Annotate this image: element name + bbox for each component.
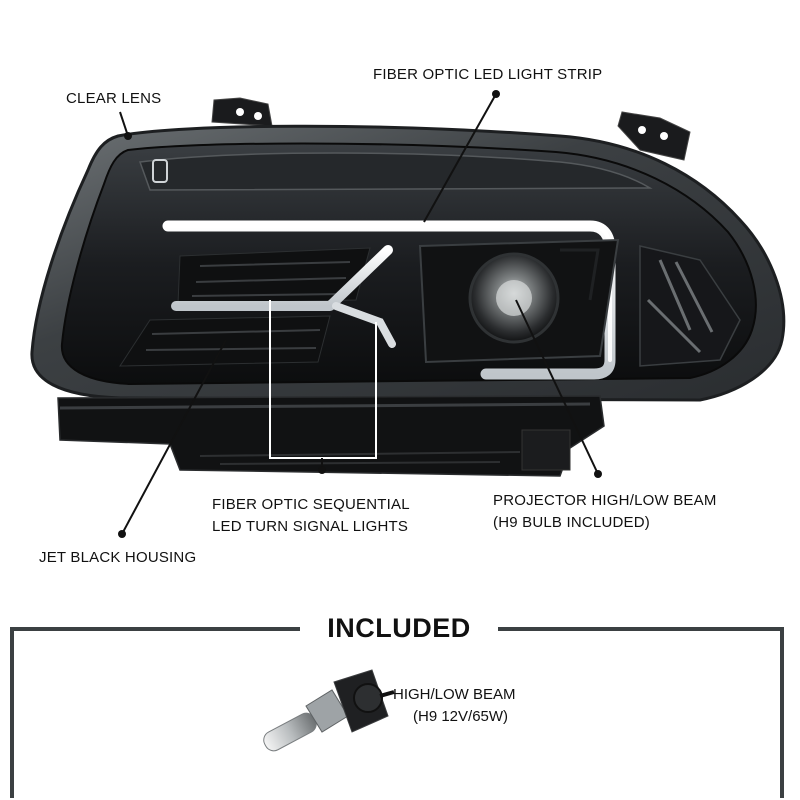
included-bulb-description: HIGH/LOW BEAM (H9 12V/65W)	[393, 684, 516, 728]
lens-clip	[152, 159, 168, 183]
callout-text-line2: LED TURN SIGNAL LIGHTS	[212, 518, 409, 535]
mounting-tab-right	[617, 111, 691, 161]
leader-jet-black	[121, 339, 227, 535]
side-reflector	[639, 245, 741, 367]
callout-jet-black-housing: JET BLACK HOUSING	[39, 547, 196, 569]
callout-text: JET BLACK HOUSING	[39, 549, 197, 566]
bulb-label: HIGH/LOW BEAM	[393, 686, 516, 703]
callout-text-line2: (H9 BULB INCLUDED)	[493, 514, 650, 531]
lower-base	[57, 395, 605, 477]
h9-bulb	[263, 669, 395, 752]
callout-sequential-turn-signal: FIBER OPTIC SEQUENTIAL LED TURN SIGNAL L…	[212, 494, 410, 538]
included-title: INCLUDED	[300, 608, 498, 648]
callout-fiber-optic-strip: FIBER OPTIC LED LIGHT STRIP	[373, 64, 602, 86]
sequential-led-arrow	[171, 245, 393, 311]
callout-text-line1: FIBER OPTIC SEQUENTIAL	[212, 496, 410, 513]
callout-text: FIBER OPTIC LED LIGHT STRIP	[373, 66, 603, 83]
callout-clear-lens: CLEAR LENS	[66, 88, 161, 110]
tab-hole	[254, 112, 262, 120]
bottom-connector	[521, 429, 571, 471]
top-chrome-band	[138, 152, 653, 191]
callout-text-line1: PROJECTOR HIGH/LOW BEAM	[493, 492, 717, 509]
bulb-spec: (H9 12V/65W)	[413, 708, 509, 725]
tab-hole	[660, 132, 668, 140]
tab-hole	[236, 108, 244, 116]
callout-text: CLEAR LENS	[66, 90, 162, 107]
tab-hole	[638, 126, 646, 134]
leader-clear-lens	[119, 111, 129, 137]
leader-projector	[515, 299, 599, 475]
callout-projector-beam: PROJECTOR HIGH/LOW BEAM (H9 BULB INCLUDE…	[493, 490, 717, 534]
sequential-led-lower	[332, 302, 396, 348]
leader-fiber-strip	[423, 93, 497, 223]
